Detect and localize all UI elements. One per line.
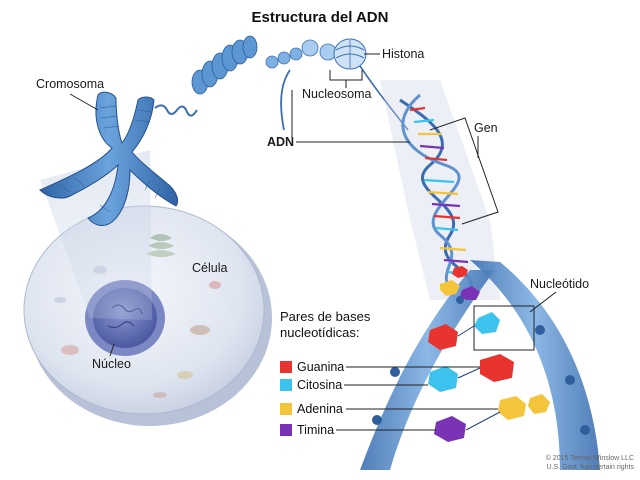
legend-label-guanina: Guanina: [297, 360, 344, 374]
label-nucleosoma: Nucleosoma: [302, 87, 372, 101]
double-helix: [399, 93, 473, 297]
histone: [333, 38, 367, 70]
legend-title-line2: nucleotídicas:: [280, 325, 360, 340]
legend-swatch-citosina: [280, 379, 292, 391]
label-adn: ADN: [267, 135, 294, 149]
legend-label-adenina: Adenina: [297, 402, 343, 416]
label-cromosoma: Cromosoma: [36, 77, 104, 91]
supercoil: [191, 35, 258, 95]
gene-bracket: [429, 117, 499, 225]
solenoid: [265, 47, 303, 69]
leader-nucleosoma: [329, 70, 363, 81]
legend: Pares de bases nucleotídicas: Guanina Ci…: [280, 309, 498, 437]
phosphate-groups: [372, 296, 590, 435]
label-nucleo: Núcleo: [92, 357, 131, 371]
legend-swatch-guanina: [280, 361, 292, 373]
legend-title-line1: Pares de bases: [280, 309, 371, 324]
legend-swatch-adenina: [280, 403, 292, 415]
legend-label-timina: Timina: [297, 423, 334, 437]
label-nucleotido: Nucleótido: [530, 277, 589, 291]
chromatin-fiber: [154, 35, 367, 131]
credit-line1: © 2015 Terese Winslow LLC: [546, 454, 634, 462]
label-celula: Célula: [192, 261, 227, 275]
label-gen: Gen: [474, 121, 498, 135]
leader-cromosoma: [69, 93, 99, 111]
legend-swatch-timina: [280, 424, 292, 436]
chromosome: [39, 91, 179, 226]
nucleotide-highlight-box: [473, 305, 535, 351]
credit-line2: U.S. Govt. has certain rights: [546, 464, 634, 471]
zoom-beam-helix: [380, 80, 500, 300]
leader-nucleotido: [529, 291, 557, 313]
diagram-title: Estructura del ADN: [252, 9, 389, 26]
legend-label-citosina: Citosina: [297, 378, 342, 392]
label-histona: Histona: [382, 47, 424, 61]
nucleosome-beads: [301, 39, 337, 61]
leader-nucleo: [109, 343, 115, 357]
large-helix: [360, 260, 600, 470]
cell-organelles: [54, 234, 221, 398]
base-pair-rungs: [428, 266, 550, 442]
